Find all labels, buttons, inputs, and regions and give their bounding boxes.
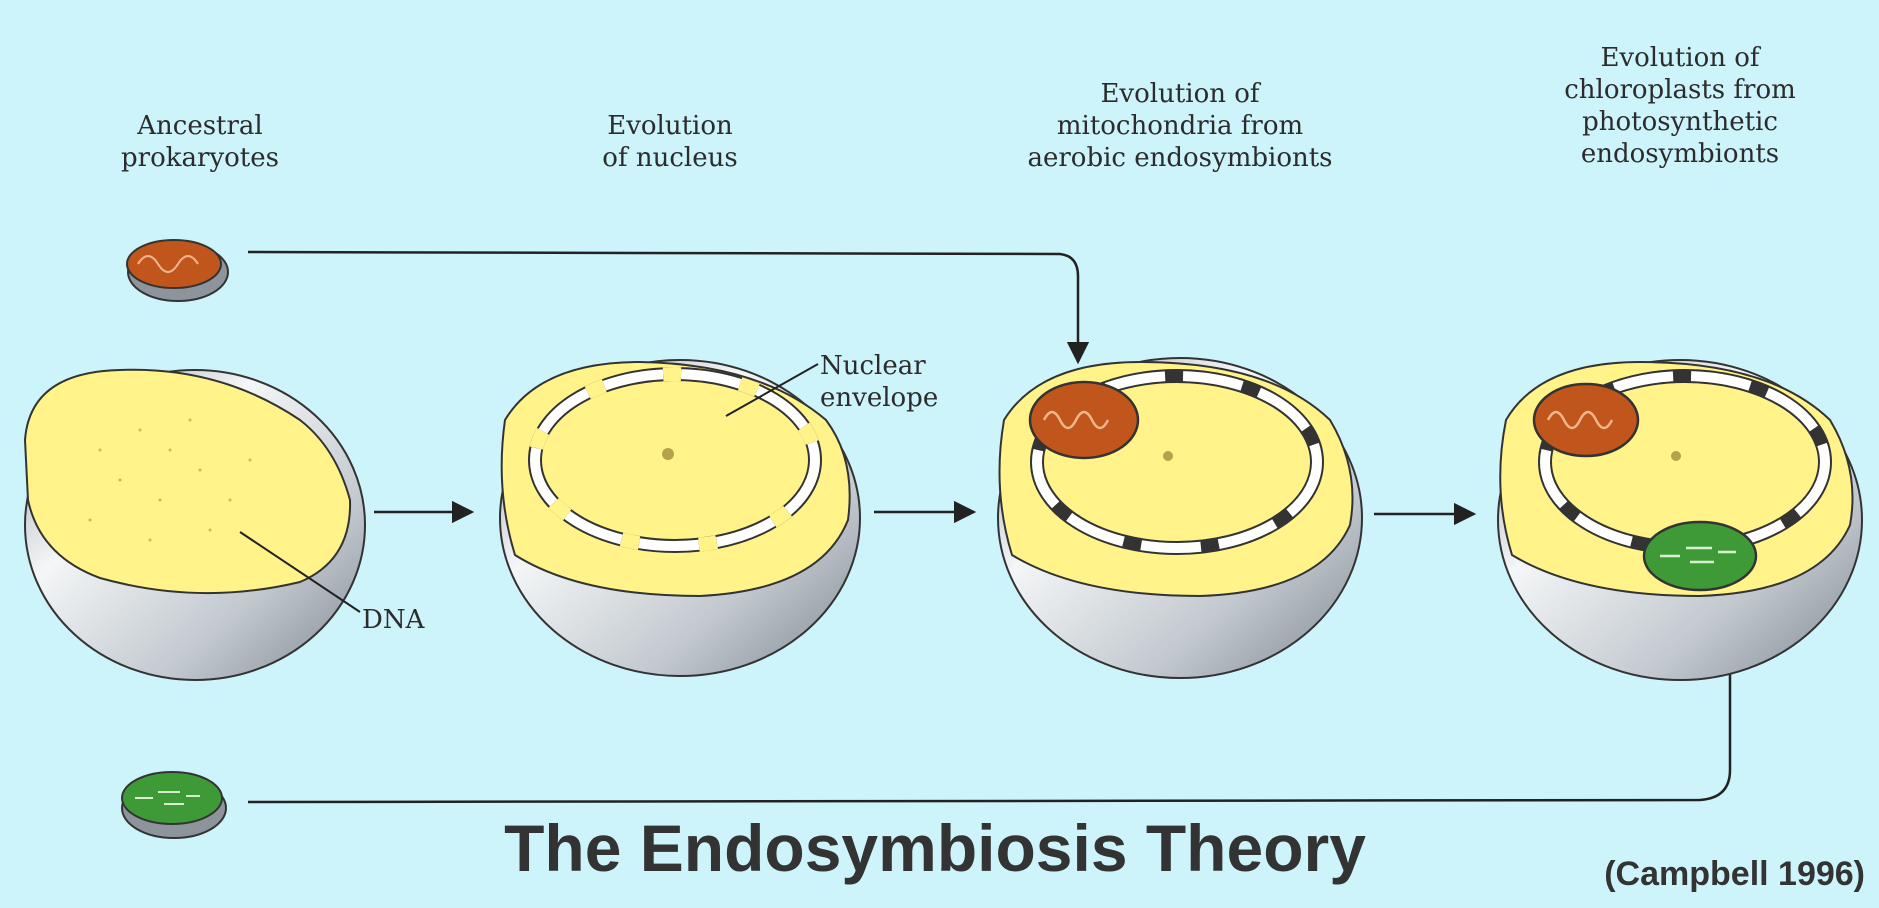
nucleated-cell <box>500 360 860 676</box>
nuclear-envelope-label: Nuclear envelope <box>820 350 938 414</box>
dna-label: DNA <box>362 604 424 636</box>
stage-label-mitochondria: Evolution of mitochondria from aerobic e… <box>1010 78 1350 174</box>
free-chloroplast-prokaryote <box>122 772 226 838</box>
mitochondrion-arrow <box>248 252 1078 362</box>
chloroplast-cell <box>1498 360 1862 680</box>
mitochondrion-organelle <box>1030 382 1138 458</box>
stage-label-chloroplasts: Evolution of chloroplasts from photosynt… <box>1540 42 1820 170</box>
chloroplast-arrow <box>248 600 1730 802</box>
stage-label-nucleus: Evolution of nucleus <box>570 110 770 174</box>
mitochondrion-organelle <box>1534 384 1638 456</box>
citation: (Campbell 1996) <box>1604 852 1865 896</box>
chloroplast-organelle <box>1644 522 1756 590</box>
mitochondrial-cell <box>998 358 1362 678</box>
stage-label-ancestral: Ancestral prokaryotes <box>100 110 300 174</box>
ancestral-cell <box>25 370 365 680</box>
diagram-title: The Endosymbiosis Theory <box>430 808 1440 888</box>
free-mitochondrion-prokaryote <box>127 240 228 301</box>
